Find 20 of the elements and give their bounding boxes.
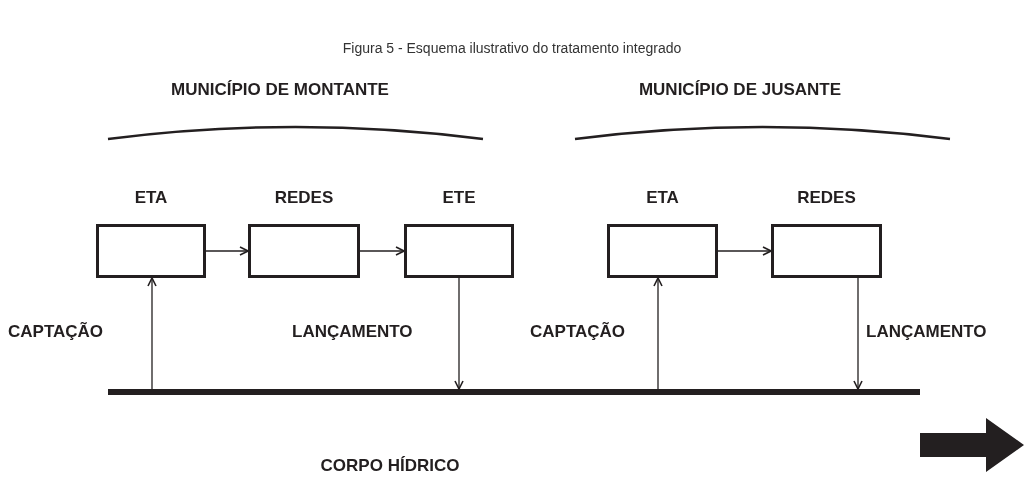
arrow bbox=[205, 246, 249, 256]
group-heading: MUNICÍPIO DE MONTANTE bbox=[170, 80, 390, 100]
edge-label: CAPTAÇÃO bbox=[530, 322, 626, 342]
group-heading: MUNICÍPIO DE JUSANTE bbox=[637, 80, 843, 100]
arrow bbox=[653, 277, 663, 390]
box-heading: ETA bbox=[133, 188, 169, 208]
edge-label: CAPTAÇÃO bbox=[8, 322, 104, 342]
arrow bbox=[717, 246, 772, 256]
arrow bbox=[853, 277, 863, 390]
figure-title: Figura 5 - Esquema ilustrativo do tratamento integrado bbox=[341, 40, 683, 56]
box-heading: REDES bbox=[796, 188, 857, 208]
box-heading: REDES bbox=[273, 188, 335, 208]
box-heading: ETE bbox=[441, 188, 477, 208]
box-heading: ETA bbox=[645, 188, 680, 208]
edge-label: LANÇAMENTO bbox=[866, 322, 987, 342]
edge-label: LANÇAMENTO bbox=[292, 322, 413, 342]
arrow bbox=[147, 277, 157, 390]
arrow bbox=[454, 277, 464, 390]
water-body-label: CORPO HÍDRICO bbox=[319, 456, 461, 476]
arrow bbox=[359, 246, 405, 256]
